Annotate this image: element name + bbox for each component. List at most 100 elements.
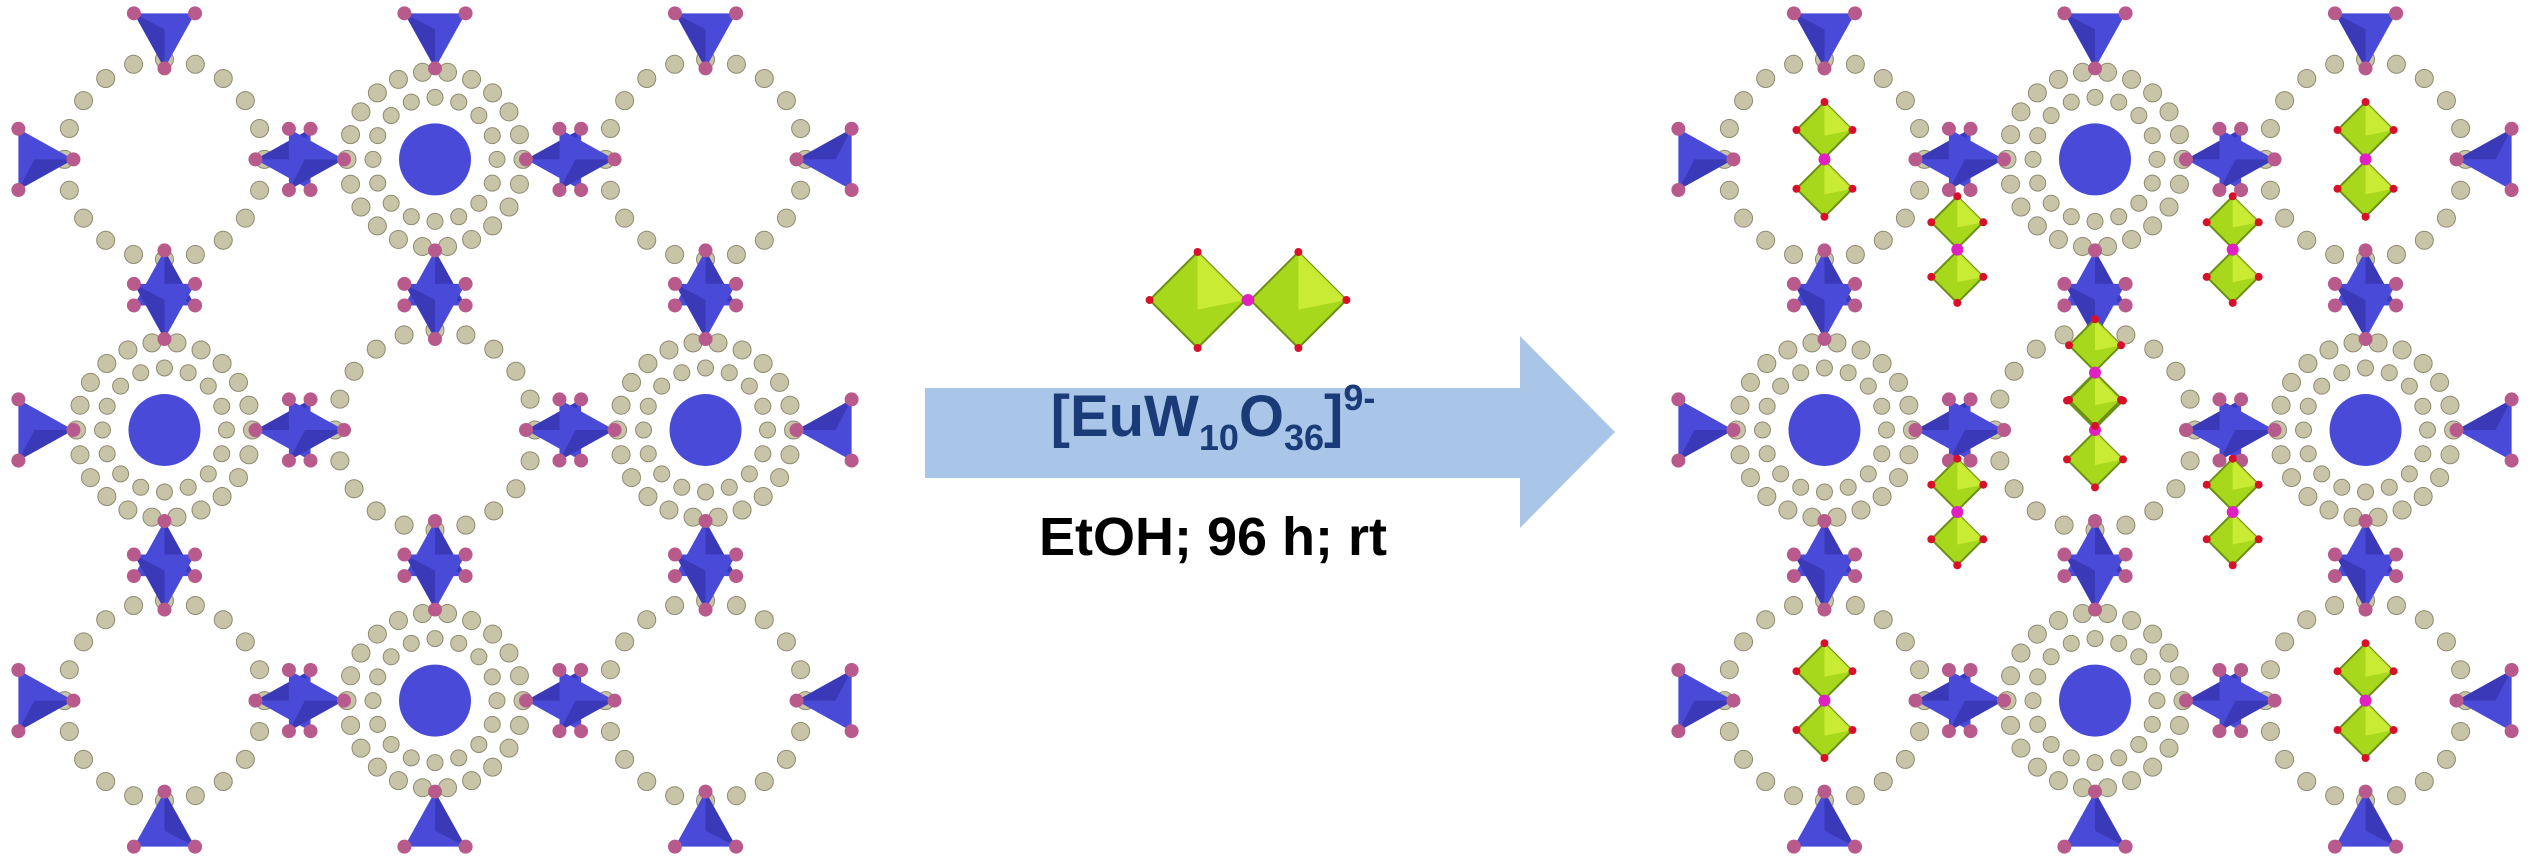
carbon-atom [520, 389, 540, 409]
carbon-atom [2042, 107, 2060, 125]
oxygen-atom [698, 514, 713, 528]
oxygen-atom [458, 839, 473, 854]
oxygen-atom [844, 724, 859, 739]
pom-octahedron [1792, 156, 1857, 221]
carbon-atom [2159, 738, 2179, 758]
carbon-atom [470, 107, 488, 125]
carbon-atom [2062, 93, 2080, 111]
carbon-atom [615, 91, 635, 111]
carbon-atom [1756, 772, 1776, 792]
oxygen-atom [1726, 693, 1741, 708]
carbon-atom [2295, 421, 2313, 439]
carbon-atom [369, 715, 387, 733]
carbon-atom [1839, 478, 1857, 496]
carbon-atom [483, 174, 501, 192]
carbon-atom [450, 634, 468, 652]
carbon-atom [2148, 692, 2166, 710]
carbon-atom [2166, 479, 2186, 499]
oxygen-atom [1671, 182, 1686, 197]
reagent-subscript-2: 36 [1283, 417, 1325, 458]
carbon-atom [483, 715, 501, 733]
carbon-atom [2299, 397, 2317, 415]
carbon-atom [341, 125, 361, 145]
carbon-atom [2130, 194, 2148, 212]
carbon-atom [250, 722, 270, 742]
tetrahedron [1671, 392, 1741, 468]
oxygen-atom [729, 569, 744, 584]
oxygen-atom [2358, 602, 2373, 617]
carbon-atom [402, 208, 420, 226]
carbon-atom [740, 465, 758, 483]
carbon-atom [2004, 361, 2024, 381]
oxygen-atom [2358, 243, 2373, 258]
carbon-atom [2333, 364, 2351, 382]
oxygen-atom [1979, 535, 1988, 544]
tetrahedron [126, 6, 203, 76]
oxygen-atom [607, 693, 622, 708]
carbon-atom [1730, 445, 1750, 465]
oxygen-atom [1997, 423, 2011, 437]
oxygen-atom [188, 839, 203, 854]
carbon-atom [622, 468, 642, 488]
eu-atom [2359, 153, 2372, 166]
carbon-atom [2297, 772, 2317, 792]
carbon-atom [351, 197, 371, 217]
oxygen-atom [2234, 121, 2249, 136]
carbon-atom [2166, 361, 2186, 381]
carbon-atom [212, 487, 232, 507]
oxygen-atom [2358, 784, 2373, 799]
oxygen-atom [2057, 547, 2072, 562]
carbon-atom [770, 468, 790, 488]
carbon-atom [1778, 340, 1798, 360]
oxygen-atom [574, 182, 589, 197]
tetrahedron [126, 784, 203, 854]
arrow-shape [925, 336, 1615, 528]
oxygen-atom [552, 182, 567, 197]
oxygen-atom [1792, 667, 1801, 676]
carbon-atom [1872, 353, 1892, 373]
carbon-atom [2027, 624, 2047, 644]
mof-framework-empty [11, 6, 859, 854]
oxygen-atom [2389, 126, 2398, 134]
oxygen-atom [1953, 192, 1962, 201]
carbon-atom [615, 208, 635, 228]
carbon-atom [2143, 83, 2163, 103]
oxygen-atom [1963, 182, 1978, 197]
pom-cluster [1145, 248, 1351, 352]
oxygen-atom [2118, 839, 2133, 854]
reagent-bracket-close: ] [1324, 384, 1344, 449]
reagent-subscript-1: 10 [1198, 417, 1239, 458]
oxygen-atom [1848, 298, 1863, 313]
carbon-atom [483, 668, 501, 686]
oxygen-atom [574, 453, 589, 468]
carbon-atom [665, 595, 685, 615]
cage [2212, 547, 2519, 854]
carbon-atom [2048, 771, 2068, 791]
carbon-atom [2436, 632, 2456, 652]
carbon-atom [394, 515, 414, 535]
carbon-atom [484, 501, 504, 521]
reagent-element-2: O [1238, 384, 1284, 449]
carbon-atom [2143, 715, 2161, 733]
carbon-atom [213, 397, 231, 415]
carbon-atom [98, 445, 116, 463]
carbon-atom [1719, 722, 1739, 742]
oxygen-atom [1193, 344, 1202, 352]
oxygen-atom [1145, 296, 1154, 304]
reaction-arrow [925, 336, 1615, 528]
oxygen-atom [1817, 784, 1832, 799]
carbon-atom [2357, 483, 2375, 501]
oxygen-atom [157, 243, 172, 258]
carbon-atom [250, 118, 270, 138]
carbon-atom [124, 595, 144, 615]
oxygen-atom [2504, 724, 2519, 739]
carbon-atom [697, 483, 715, 501]
oxygen-atom [11, 724, 26, 739]
carbon-atom [2400, 465, 2418, 483]
carbon-atom [1910, 118, 1930, 138]
oxygen-atom [428, 61, 442, 76]
carbon-atom [2271, 445, 2291, 465]
carbon-atom [179, 364, 197, 382]
carbon-atom [344, 479, 364, 499]
oxygen-atom [698, 602, 713, 617]
